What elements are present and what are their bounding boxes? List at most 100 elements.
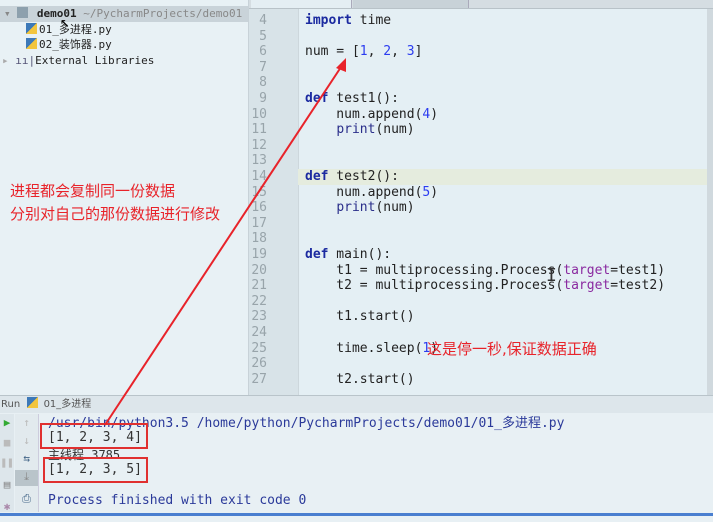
code-line: num.append(5) — [305, 185, 438, 201]
highlight-box — [43, 457, 148, 483]
code-line: num = [1, 2, 3] — [305, 44, 422, 60]
code-token: =test2) — [610, 278, 666, 294]
down-arrow-icon[interactable]: ↓ — [23, 434, 30, 447]
scroll-to-end-icon[interactable]: ⤓ — [15, 470, 38, 486]
tab-01[interactable] — [251, 0, 352, 8]
line-number: 21 — [251, 278, 267, 294]
text-cursor-icon: I — [546, 265, 557, 286]
highlight-box — [40, 423, 148, 449]
code-token: ) — [430, 106, 439, 122]
code-line: t1 = multiprocessing.Process(target=test… — [305, 263, 665, 279]
pause-icon[interactable]: ❚❚ — [0, 456, 14, 469]
external-libraries-label: External Libraries — [35, 54, 155, 67]
code-token: target — [563, 278, 611, 294]
print-icon[interactable]: ⎙ — [22, 492, 31, 505]
code-token: 1 — [359, 44, 368, 60]
code-token: main(): — [328, 247, 392, 262]
code-editor[interactable]: 4567891011121314151617181920212223242526… — [249, 9, 707, 395]
console-exit-line: Process finished with exit code 0 — [48, 493, 307, 508]
code-token: ) — [430, 184, 439, 200]
editor-scrollbar[interactable] — [707, 9, 713, 395]
expand-arrow-icon[interactable]: ▾ — [4, 7, 11, 20]
code-token: time.sleep( — [305, 340, 423, 356]
run-config-name[interactable]: 01_多进程 — [43, 399, 92, 410]
line-number: 5 — [259, 28, 267, 44]
code-line: t2.start() — [305, 372, 414, 388]
file-name: 02_装饰器.py — [39, 38, 112, 51]
python-file-icon — [26, 23, 37, 34]
line-number: 7 — [259, 59, 267, 75]
line-number: 26 — [251, 356, 267, 372]
line-number: 18 — [251, 231, 267, 247]
rerun-icon[interactable]: ▶ — [3, 416, 11, 429]
line-number: 19 — [251, 247, 267, 262]
mouse-pointer-icon: ↖ — [60, 12, 70, 31]
code-line: import time — [305, 13, 391, 29]
layout-icon[interactable]: ▤ — [3, 478, 11, 491]
python-file-icon — [26, 38, 37, 49]
tree-item-file[interactable]: 02_装饰器.py — [26, 37, 112, 53]
code-token: def — [305, 247, 329, 262]
line-number: 27 — [251, 371, 267, 387]
run-label: Run — [1, 399, 21, 410]
code-token: ) — [430, 340, 439, 356]
line-number: 23 — [251, 309, 267, 325]
line-number: 25 — [251, 340, 267, 356]
code-token: test2(): — [328, 169, 399, 184]
line-number: 22 — [251, 293, 267, 309]
line-number: 12 — [251, 137, 267, 153]
code-token: t1.start() — [305, 309, 415, 325]
code-token: 3 — [406, 44, 415, 60]
line-gutter: 4567891011121314151617181920212223242526… — [249, 9, 299, 395]
run-header: Run 01_多进程 — [0, 396, 713, 413]
code-token: import — [305, 13, 352, 28]
tree-item-external-libraries[interactable]: ▸ ıı|External Libraries — [0, 53, 154, 69]
code-token: test1(): — [328, 91, 399, 106]
code-token: ] — [414, 44, 423, 60]
line-number: 10 — [251, 106, 267, 122]
code-line: t2 = multiprocessing.Process(target=test… — [305, 278, 665, 294]
tab-02[interactable] — [353, 0, 469, 8]
code-token: num = [ — [305, 44, 360, 60]
code-token: def — [305, 169, 329, 184]
panel-divider — [0, 513, 713, 516]
console-output-line: [1, 2, 3, 4] — [48, 430, 142, 445]
code-token: , — [367, 44, 384, 60]
expand-arrow-icon[interactable]: ▸ — [2, 54, 9, 67]
tree-item-file[interactable]: 01_多进程.py — [26, 22, 112, 38]
code-token: =test1) — [610, 262, 666, 278]
code-token: num.append( — [305, 184, 423, 200]
editor-tabs — [249, 0, 713, 9]
line-number: 4 — [259, 13, 267, 28]
code-token: , — [391, 44, 407, 60]
line-number: 14 — [251, 169, 267, 184]
library-icon: ıı| — [15, 54, 36, 67]
code-token: 2 — [383, 44, 392, 60]
line-number: 9 — [259, 91, 267, 106]
tree-item-root[interactable]: ▾ demo01 ~/PycharmProjects/demo01 — [0, 6, 248, 22]
code-line: print(num) — [305, 200, 414, 216]
line-number: 17 — [251, 215, 267, 231]
code-token: 4 — [422, 106, 431, 122]
soft-wrap-icon[interactable]: ⇆ — [23, 452, 30, 465]
line-number: 24 — [251, 325, 267, 340]
code-token: target — [563, 262, 611, 278]
code-token: print — [336, 200, 376, 216]
line-number: 11 — [251, 122, 267, 138]
folder-icon — [17, 7, 29, 18]
settings-icon[interactable]: ✱ — [3, 500, 11, 513]
file-name: 01_多进程.py — [39, 23, 112, 36]
code-token: 1 — [422, 340, 431, 356]
stop-icon[interactable]: ■ — [3, 436, 11, 449]
annotation-text: 这是停一秒,保证数据正确 — [427, 340, 597, 358]
root-name: demo01 — [36, 7, 77, 20]
code-token: 5 — [422, 184, 431, 200]
current-line-highlight — [298, 169, 707, 185]
root-path: ~/PycharmProjects/demo01 — [83, 7, 243, 20]
line-number: 20 — [251, 262, 267, 278]
console-toolbar: ↑ ↓ ⇆ ⤓ ⎙ — [15, 414, 39, 512]
line-number: 13 — [251, 153, 267, 169]
code-line: def main(): — [305, 247, 391, 263]
up-arrow-icon[interactable]: ↑ — [23, 416, 30, 429]
